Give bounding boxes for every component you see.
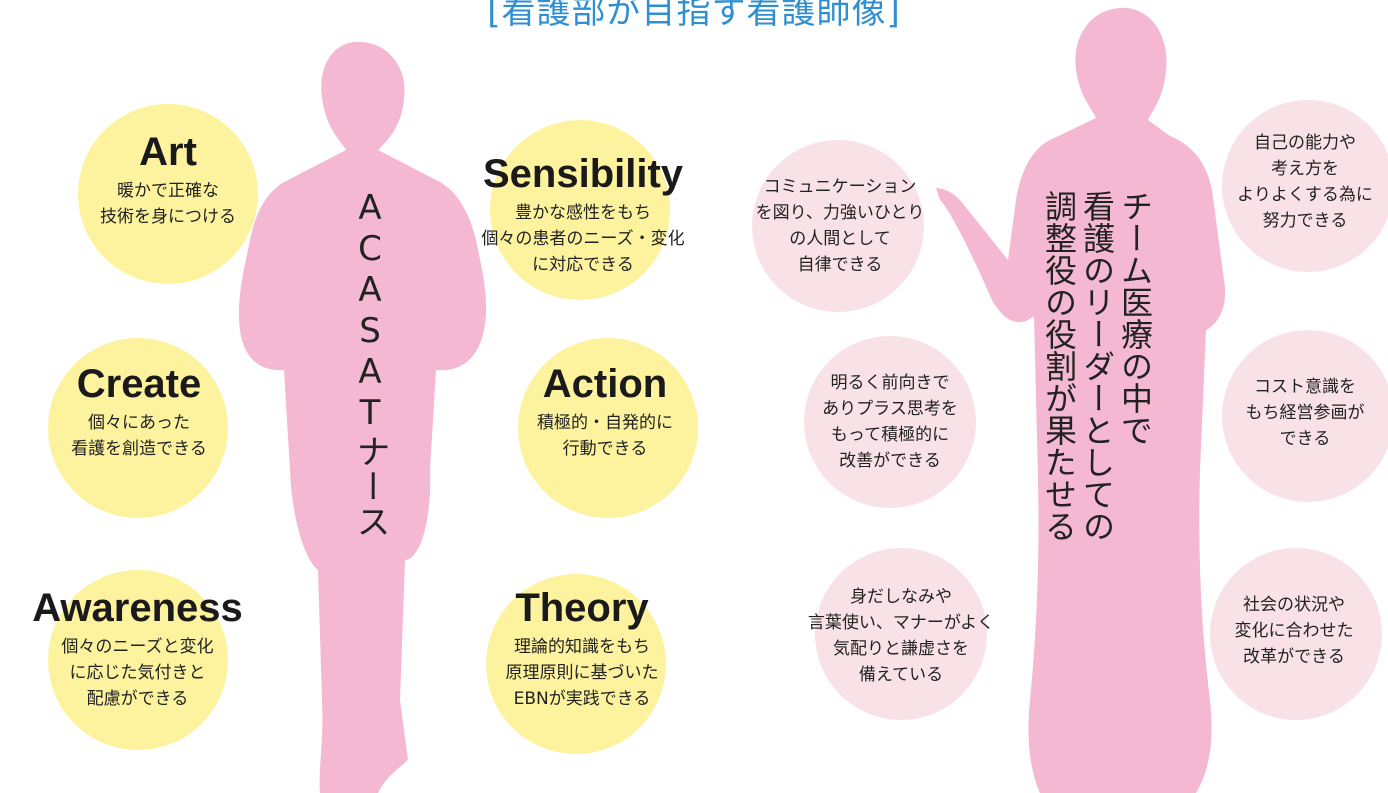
acasat-item-awareness: Awareness 個々のニーズと変化 に応じた気付きと 配慮ができる [0, 586, 275, 712]
item-description: 個々にあった 看護を創造できる [71, 413, 207, 459]
item-heading: Theory [515, 586, 649, 630]
item-description: 暖かで正確な 技術を身につける [100, 181, 236, 227]
leader-item-text: 社会の状況や 変化に合わせた 改革ができる [1234, 595, 1354, 667]
item-description: 豊かな感性をもち 個々の患者のニーズ・変化 に対応できる [481, 203, 685, 275]
item-heading: Action [542, 362, 668, 406]
pink-circle [1222, 100, 1388, 272]
acasat-item-theory: Theory 理論的知識をもち 原理原則に基づいた EBNが実践できる [462, 586, 702, 712]
yellow-circle [490, 120, 670, 300]
item-heading: Art [139, 130, 197, 174]
acasat-nurse-label: ACASATナース [350, 188, 390, 539]
leader-item-text: 自己の能力や 考え方を よりよくする為に 努力できる [1237, 133, 1373, 231]
leader-item-text: コスト意識を もち経営参画が できる [1245, 377, 1365, 449]
item-description: 積極的・自発的に 行動できる [537, 413, 673, 459]
item-description: 理論的知識をもち 原理原則に基づいた EBNが実践できる [505, 637, 659, 709]
pink-circle [804, 336, 976, 508]
leader-item-text: 明るく前向きで ありプラス思考を もって積極的に 改善ができる [822, 373, 958, 471]
item-description: 個々のニーズと変化 に応じた気付きと 配慮ができる [61, 637, 214, 709]
item-heading: Sensibility [482, 152, 684, 196]
item-heading: Awareness [32, 586, 243, 630]
acasat-item-art: Art 暖かで正確な 技術を身につける [28, 130, 308, 230]
acasat-item-sensibility: Sensibility 豊かな感性をもち 個々の患者のニーズ・変化 に対応できる [450, 152, 716, 278]
acasat-item-action: Action 積極的・自発的に 行動できる [470, 362, 740, 462]
pink-circle [752, 140, 924, 312]
team-leader-vertical-text: チーム医療の中で 看護のリーダーとしての 調整役の役割が果たせる [1040, 190, 1154, 542]
page-title: [看護部が目指す看護師像] [487, 0, 901, 32]
left-nurse-silhouette-icon [238, 41, 487, 793]
pink-circle [1210, 548, 1382, 720]
yellow-circle [518, 338, 698, 518]
leader-item-text: 身だしなみや 言葉使い、マナーがよく 気配りと謙虚さを 備えている [807, 587, 995, 685]
yellow-circle [78, 104, 258, 284]
acasat-item-create: Create 個々にあった 看護を創造できる [0, 362, 278, 462]
pink-circle [1222, 330, 1388, 502]
leader-item-text: コミュニケーション を図り、力強いひとり の人間として 自律できる [755, 177, 925, 275]
item-heading: Create [76, 362, 202, 406]
yellow-circle [486, 574, 666, 754]
pink-circle [815, 548, 987, 720]
yellow-circle [48, 570, 228, 750]
yellow-circle [48, 338, 228, 518]
right-nurse-silhouette-icon [936, 7, 1226, 793]
